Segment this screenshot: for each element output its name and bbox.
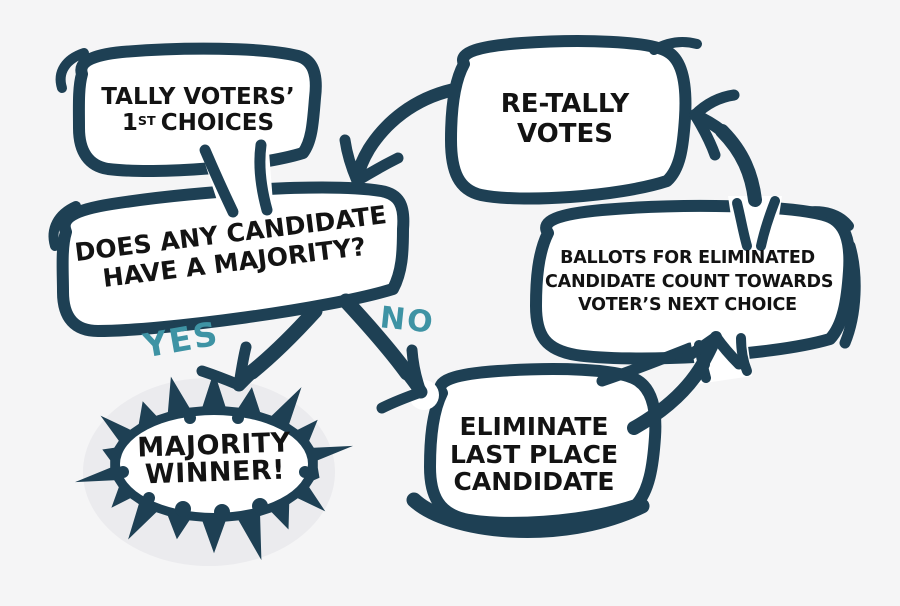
arrow-eliminate-to-ballots <box>627 331 745 435</box>
winner-node-label: MAJORITY WINNER! <box>111 427 318 490</box>
tally-line1: TALLY VOTERS’ <box>101 84 295 110</box>
ballots-top-gap <box>728 196 782 251</box>
arrow-retally-to-majority <box>339 83 459 187</box>
eliminate-line1: ELIMINATE <box>459 412 609 441</box>
eliminate-box <box>424 363 662 529</box>
ballots-line1: BALLOTS FOR ELIMINATED <box>560 248 815 268</box>
arrow-ballots-to-retally <box>689 89 762 207</box>
retally-box <box>445 35 692 205</box>
majority-box <box>56 181 410 337</box>
retally-line1: RE-TALLY <box>500 89 630 119</box>
winner-inner-nubs <box>117 412 311 520</box>
ballots-line2: CANDIDATE COUNT TOWARDS <box>545 271 834 292</box>
tally-ordinal-suffix: ST <box>137 112 156 128</box>
arrow-majority-to-winner <box>196 303 323 392</box>
sketch-flourishes <box>48 37 861 539</box>
winner-bubble <box>120 415 308 513</box>
retally-line2: VOTES <box>517 118 613 149</box>
tally-line2-rest: CHOICES <box>160 110 275 137</box>
retally-node-label: RE-TALLY VOTES <box>445 89 685 150</box>
ballots-line3: VOTER’S NEXT CHOICE <box>578 295 797 316</box>
connector-tally-to-majority <box>198 138 274 222</box>
eliminate-line2: LAST PLACE <box>449 439 619 469</box>
eliminate-node-label: ELIMINATE LAST PLACE CANDIDATE <box>425 413 643 496</box>
ballots-node-label: BALLOTS FOR ELIMINATED CANDIDATE COUNT T… <box>545 247 834 318</box>
no-edge-label: NO <box>378 300 437 341</box>
eliminate-line3: CANDIDATE <box>453 467 615 496</box>
tally-first-number: 1 <box>121 110 138 137</box>
arrow-majority-to-eliminate <box>338 293 428 414</box>
